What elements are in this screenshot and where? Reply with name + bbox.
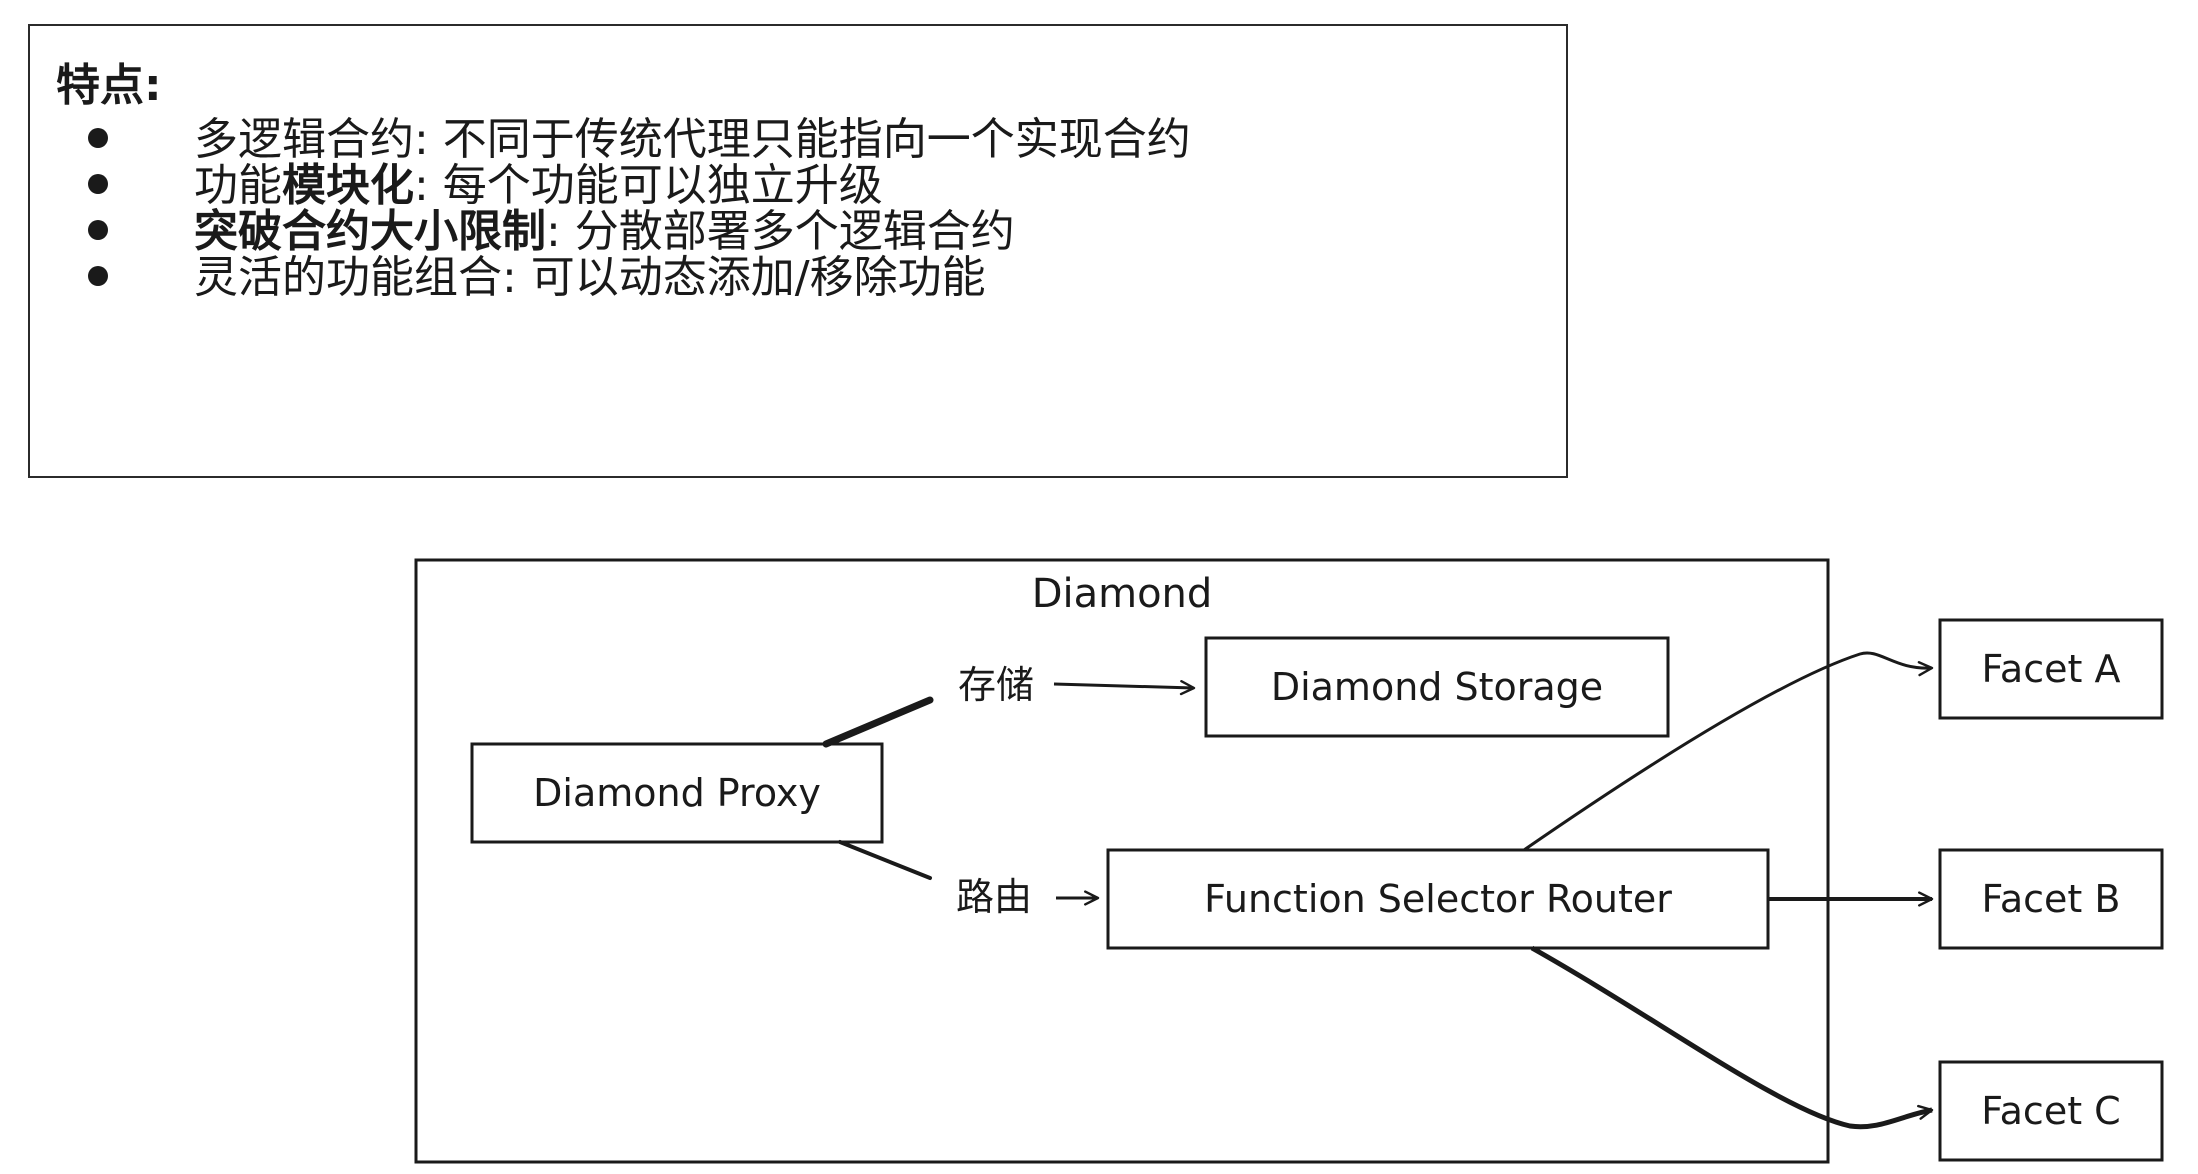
facet-c-label: Facet C	[1981, 1089, 2120, 1133]
feature-item: 突破合约大小限制: 分散部署多个逻辑合约	[88, 210, 1015, 254]
bullet-dot	[88, 266, 108, 286]
feature-text-segment: 多逻辑合约	[194, 114, 414, 165]
bullet-dot	[88, 220, 108, 240]
facet-a-box	[1938, 618, 2164, 720]
diamond-proxy-box	[470, 742, 884, 844]
feature-text-segment: 功能	[194, 160, 282, 211]
diamond-container	[414, 558, 1830, 1164]
features-panel: 特点: 多逻辑合约: 不同于传统代理只能指向一个实现合约 功能模块化: 每个功能…	[28, 24, 1568, 478]
facet-c-box	[1938, 1060, 2164, 1162]
diamond-storage-box	[1204, 636, 1670, 738]
facet-a-label: Facet A	[1982, 647, 2121, 691]
feature-text-segment: : 不同于传统代理只能指向一个实现合约	[414, 114, 1191, 165]
function-selector-router-label: Function Selector Router	[1204, 877, 1672, 921]
feature-text-segment: 模块化	[282, 160, 414, 211]
diamond-container-label: Diamond	[1032, 571, 1213, 617]
feature-text-segment: 突破合约大小限制	[194, 206, 546, 257]
feature-text-segment: 灵活的功能组合	[194, 252, 502, 303]
feature-text-segment: : 可以动态添加/移除功能	[502, 252, 986, 303]
edge-proxy-to-storage-arrow	[1053, 680, 1196, 696]
bullet-dot	[88, 174, 108, 194]
edge-storage-label: 存储	[958, 663, 1034, 707]
edge-proxy-to-storage-line	[822, 696, 934, 748]
feature-item: 灵活的功能组合: 可以动态添加/移除功能	[88, 256, 986, 300]
feature-text-segment: : 分散部署多个逻辑合约	[546, 206, 1015, 257]
edge-route-label: 路由	[956, 875, 1032, 919]
bullet-dot	[88, 128, 108, 148]
feature-item: 功能模块化: 每个功能可以独立升级	[88, 164, 883, 208]
features-title: 特点:	[56, 60, 162, 111]
facet-b-label: Facet B	[1982, 877, 2121, 921]
edge-proxy-to-router-line	[838, 840, 932, 880]
edge-router-to-facet-a	[1523, 651, 1934, 852]
feature-item: 多逻辑合约: 不同于传统代理只能指向一个实现合约	[88, 118, 1191, 162]
function-selector-router-box	[1106, 848, 1770, 950]
diamond-proxy-label: Diamond Proxy	[533, 771, 821, 815]
feature-text-segment: : 每个功能可以独立升级	[414, 160, 883, 211]
facet-b-box	[1938, 848, 2164, 950]
edge-router-to-facet-c	[1530, 945, 1934, 1130]
diamond-storage-label: Diamond Storage	[1271, 665, 1603, 709]
